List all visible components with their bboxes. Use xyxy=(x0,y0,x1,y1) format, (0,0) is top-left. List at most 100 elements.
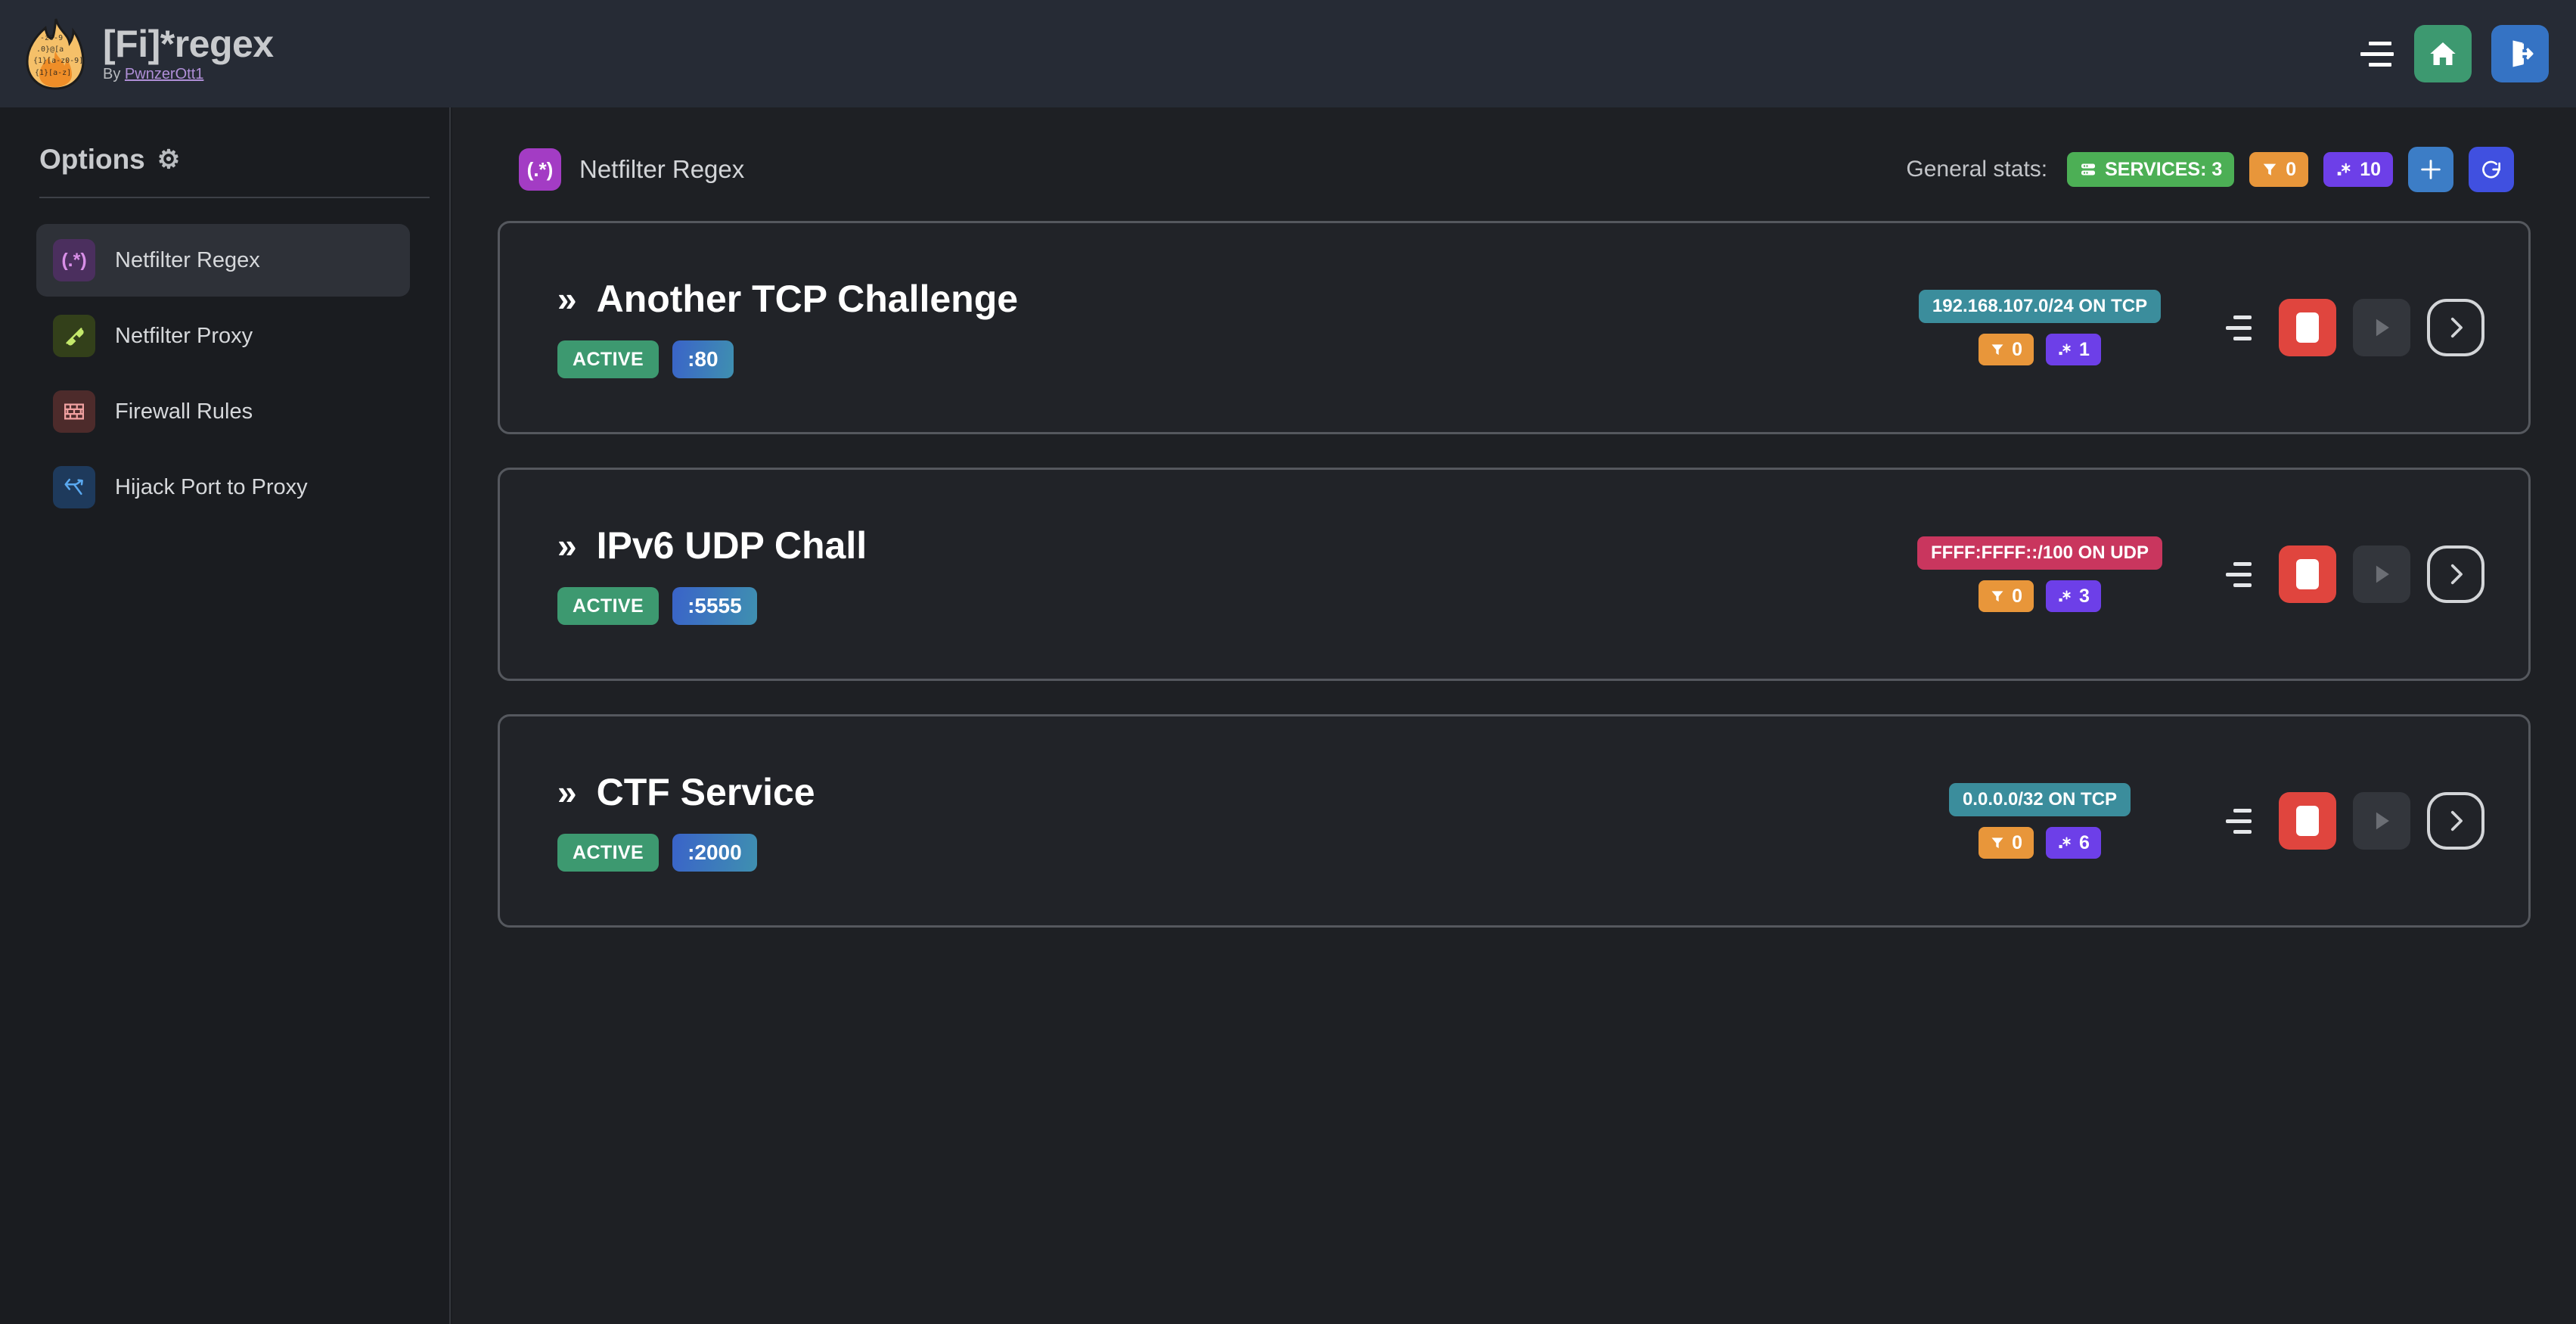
sidebar-item-label: Netfilter Proxy xyxy=(115,323,253,348)
service-detail-button[interactable] xyxy=(2427,792,2484,850)
service-actions: FFFF:FFFF::/100 ON UDP 0 xyxy=(1904,536,2484,612)
filters-count-badge[interactable]: 0 xyxy=(1979,334,2034,365)
chevron-right-icon xyxy=(2443,315,2469,340)
stop-service-button[interactable] xyxy=(2279,545,2336,603)
sidebar-item-netfilter-proxy[interactable]: Netfilter Proxy xyxy=(36,300,410,372)
play-icon xyxy=(2369,808,2394,834)
filter-funnel-icon xyxy=(1990,835,2005,850)
regex-count-badge[interactable]: 1 xyxy=(2046,334,2101,365)
filters-count-label: 0 xyxy=(2012,585,2022,607)
top-bar-actions xyxy=(2360,25,2549,82)
play-icon xyxy=(2369,315,2394,340)
filters-count-badge[interactable]: 0 xyxy=(1979,827,2034,859)
app-byline: By PwnzerOtt1 xyxy=(103,65,274,83)
filter-funnel-icon xyxy=(1990,342,2005,357)
service-name: IPv6 UDP Chall xyxy=(596,524,867,567)
filters-count-label: 0 xyxy=(2012,831,2022,853)
service-badges: ACTIVE :5555 xyxy=(557,587,867,625)
filters-count-label: 0 xyxy=(2286,158,2297,180)
flame-regex-logo-icon: -z0-9 .0}@[a {1}[a-z0-9] {1}[a-z] xyxy=(26,17,85,90)
refresh-button[interactable] xyxy=(2469,147,2514,192)
filters-count-badge[interactable]: 0 xyxy=(1979,580,2034,612)
logout-icon xyxy=(2505,39,2535,69)
filters-count-label: 0 xyxy=(2012,338,2022,360)
service-counters: 0 1 xyxy=(1979,334,2101,365)
service-info: » IPv6 UDP Chall ACTIVE :5555 xyxy=(557,524,867,625)
service-card[interactable]: » Another TCP Challenge ACTIVE :80 192.1… xyxy=(498,221,2531,434)
sidebar-item-hijack-port-to-proxy[interactable]: Hijack Port to Proxy xyxy=(36,451,410,524)
status-badge-services[interactable]: SERVICES: 3 xyxy=(2067,152,2235,187)
regex-count-badge[interactable]: 6 xyxy=(2046,827,2101,859)
service-network-info: 0.0.0.0/32 ON TCP 0 xyxy=(1904,783,2176,859)
regex-count-label: 1 xyxy=(2079,338,2090,360)
author-link[interactable]: PwnzerOtt1 xyxy=(124,66,204,83)
stop-service-button[interactable] xyxy=(2279,792,2336,850)
stop-service-button[interactable] xyxy=(2279,299,2336,356)
network-badge: 192.168.107.0/24 ON TCP xyxy=(1918,290,2162,323)
regex-dot-star-icon xyxy=(2057,835,2072,850)
status-badge-regex[interactable]: 10 xyxy=(2323,152,2393,187)
plus-icon xyxy=(2418,157,2444,182)
play-icon xyxy=(2369,561,2394,587)
drag-handle-icon[interactable] xyxy=(2215,304,2262,351)
chevron-right-icon xyxy=(2443,561,2469,587)
general-stats: General stats: SERVICES: 3 xyxy=(1906,147,2514,192)
hamburger-menu-icon[interactable] xyxy=(2360,39,2394,69)
service-card[interactable]: » IPv6 UDP Chall ACTIVE :5555 FFFF:FFFF:… xyxy=(498,468,2531,681)
service-card[interactable]: » CTF Service ACTIVE :2000 0.0.0.0/32 ON… xyxy=(498,714,2531,928)
sidebar-item-firewall-rules[interactable]: Firewall Rules xyxy=(36,375,410,448)
home-button[interactable] xyxy=(2414,25,2472,82)
brand: -z0-9 .0}@[a {1}[a-z0-9] {1}[a-z] [Fi]*r… xyxy=(26,17,274,90)
port-badge: :2000 xyxy=(672,834,757,872)
service-title: » IPv6 UDP Chall xyxy=(557,524,867,567)
brick-wall-icon xyxy=(53,390,95,433)
service-action-buttons xyxy=(2215,299,2484,356)
services-count-label: SERVICES: 3 xyxy=(2105,158,2223,180)
status-badge: ACTIVE xyxy=(557,834,660,872)
service-counters: 0 3 xyxy=(1979,580,2101,612)
logout-button[interactable] xyxy=(2491,25,2549,82)
drag-handle-icon[interactable] xyxy=(2215,551,2262,598)
general-stats-label: General stats: xyxy=(1906,157,2048,182)
service-action-buttons xyxy=(2215,545,2484,603)
service-action-buttons xyxy=(2215,792,2484,850)
filter-funnel-icon xyxy=(2261,161,2278,178)
regex-dot-star-icon xyxy=(2057,589,2072,604)
regex-dot-star-icon xyxy=(2335,161,2352,178)
page-title: Netfilter Regex xyxy=(579,155,745,183)
top-bar: -z0-9 .0}@[a {1}[a-z0-9] {1}[a-z] [Fi]*r… xyxy=(0,0,2576,107)
service-actions: 0.0.0.0/32 ON TCP 0 xyxy=(1904,783,2484,859)
status-badge-filters[interactable]: 0 xyxy=(2249,152,2309,187)
server-stack-icon xyxy=(2079,160,2097,179)
refresh-icon xyxy=(2479,157,2503,182)
svg-text:{1}[a-z0-9]: {1}[a-z0-9] xyxy=(33,57,83,65)
double-chevron-icon: » xyxy=(557,772,577,812)
sidebar-item-label: Netfilter Regex xyxy=(115,247,260,272)
start-service-button[interactable] xyxy=(2353,299,2410,356)
add-service-button[interactable] xyxy=(2408,147,2453,192)
regex-dot-star-icon xyxy=(2057,342,2072,357)
sidebar-item-label: Hijack Port to Proxy xyxy=(115,474,308,499)
service-name: Another TCP Challenge xyxy=(596,278,1019,320)
main-content: (.*) Netfilter Regex General stats: SERV… xyxy=(452,107,2576,1324)
sidebar-divider xyxy=(39,197,430,198)
service-detail-button[interactable] xyxy=(2427,545,2484,603)
stop-icon xyxy=(2296,312,2319,343)
regex-icon: (.*) xyxy=(53,239,95,281)
plug-icon xyxy=(53,315,95,357)
home-icon xyxy=(2428,39,2458,69)
start-service-button[interactable] xyxy=(2353,545,2410,603)
filter-funnel-icon xyxy=(1990,589,2005,604)
network-badge: FFFF:FFFF::/100 ON UDP xyxy=(1917,536,2162,570)
regex-count-badge[interactable]: 3 xyxy=(2046,580,2101,612)
service-network-info: FFFF:FFFF::/100 ON UDP 0 xyxy=(1904,536,2176,612)
app-title: [Fi]*regex xyxy=(103,22,274,65)
start-service-button[interactable] xyxy=(2353,792,2410,850)
drag-handle-icon[interactable] xyxy=(2215,797,2262,844)
status-badge: ACTIVE xyxy=(557,587,660,625)
network-badge: 0.0.0.0/32 ON TCP xyxy=(1948,783,2131,816)
sidebar-item-netfilter-regex[interactable]: (.*) Netfilter Regex xyxy=(36,224,410,297)
service-detail-button[interactable] xyxy=(2427,299,2484,356)
service-list: » Another TCP Challenge ACTIVE :80 192.1… xyxy=(498,221,2531,928)
port-badge: :80 xyxy=(672,340,734,378)
